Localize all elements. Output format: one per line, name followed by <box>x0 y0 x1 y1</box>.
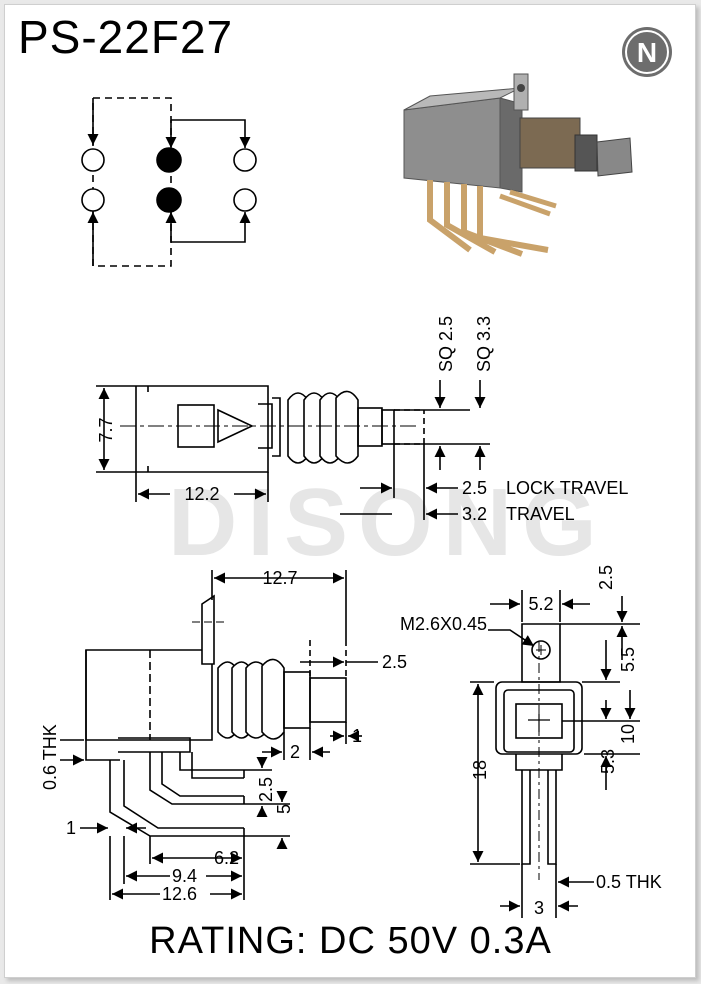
dim-height-7-7: 7.7 <box>96 417 116 442</box>
dim-length-12-7: 12.7 <box>262 568 297 588</box>
dim-2-5-right: 2.5 <box>382 652 407 672</box>
dim-5-2: 5.2 <box>528 594 553 614</box>
dim-2-5-top: 2.5 <box>596 565 616 590</box>
dim-9-4: 9.4 <box>172 866 197 886</box>
dim-lock-travel-value: 2.5 <box>462 478 487 498</box>
electrical-rating: RATING: DC 50V 0.3A <box>149 920 552 962</box>
dim-1-right: 1 <box>352 726 362 746</box>
dim-sq-3-3: SQ 3.3 <box>474 316 494 372</box>
dim-5: 5 <box>274 804 294 814</box>
dim-1-left: 1 <box>66 818 76 838</box>
dim-12-6: 12.6 <box>162 884 197 904</box>
dim-5-3: 5.3 <box>598 749 618 774</box>
circuit-schematic <box>81 97 257 267</box>
dim-thread-m2-6: M2.6X0.45 <box>400 614 487 634</box>
dim-0-6-thk: 0.6 THK <box>40 724 60 790</box>
mounting-side-view <box>60 570 378 900</box>
side-view-drawing <box>96 380 490 520</box>
dim-lock-travel-label: LOCK TRAVEL <box>506 478 628 498</box>
dim-3: 3 <box>534 898 544 918</box>
dim-travel-value: 3.2 <box>462 504 487 524</box>
logo-letter: N <box>637 37 657 68</box>
dim-10: 10 <box>618 724 638 744</box>
part-number-title: PS-22F27 <box>18 11 234 63</box>
dim-6-2: 6.2 <box>214 848 239 868</box>
brand-logo-icon: N <box>622 27 672 77</box>
dim-2-5-vertical: 2.5 <box>256 777 276 802</box>
product-photo <box>403 73 633 257</box>
dim-sq-2-5: SQ 2.5 <box>436 316 456 372</box>
dim-travel-label: TRAVEL <box>506 504 575 524</box>
dim-2: 2 <box>290 742 300 762</box>
dim-18: 18 <box>470 760 490 780</box>
front-view-drawing <box>470 590 640 918</box>
dim-width-12-2: 12.2 <box>184 484 219 504</box>
dim-5-5: 5.5 <box>618 647 638 672</box>
dim-0-5-thk: 0.5 THK <box>596 872 662 892</box>
